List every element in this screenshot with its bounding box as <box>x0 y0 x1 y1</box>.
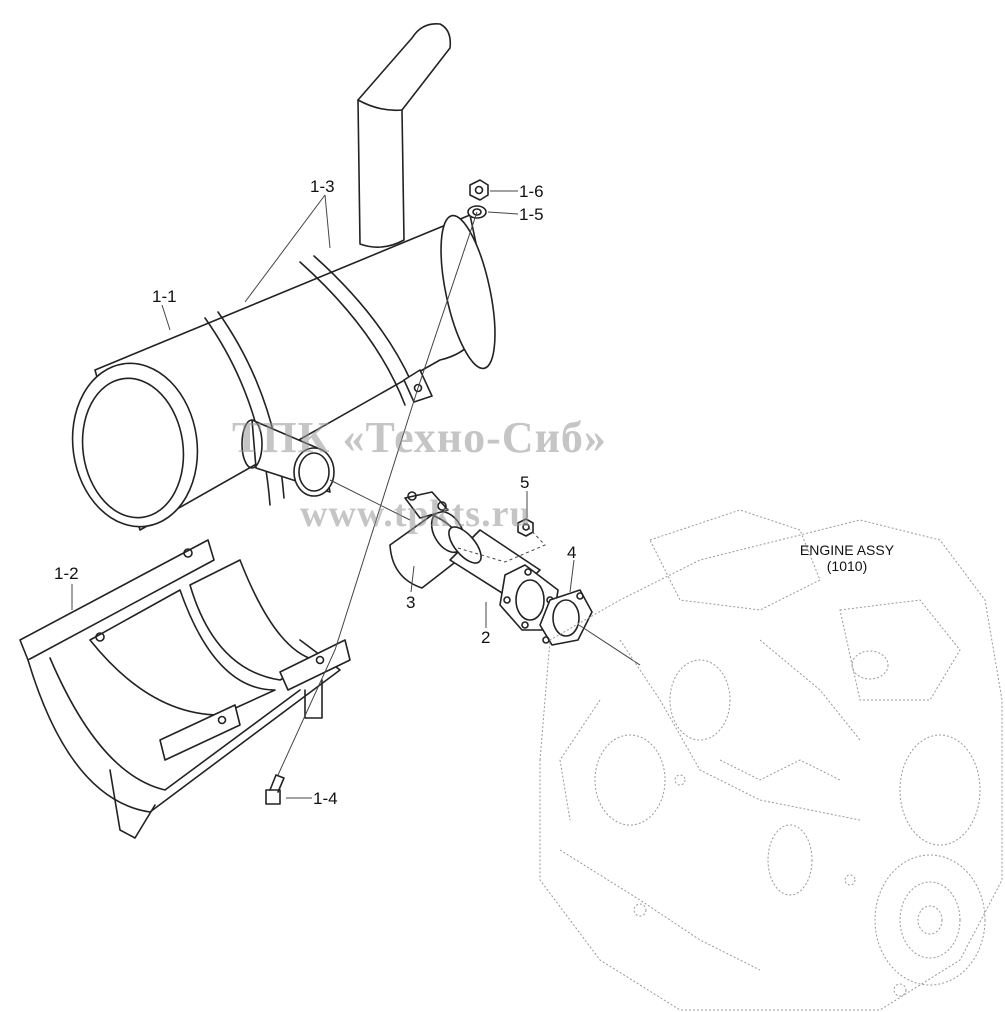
label-1-1: 1-1 <box>152 287 177 306</box>
engine-assy-title: ENGINE ASSY <box>799 542 895 558</box>
engine-assy-code: (1010) <box>826 558 868 575</box>
nut-1-6 <box>469 179 489 201</box>
label-3: 3 <box>406 593 416 612</box>
muffler-bracket <box>19 539 351 839</box>
label-1-3: 1-3 <box>310 177 335 196</box>
label-5: 5 <box>520 473 530 492</box>
muffler-body <box>71 22 496 531</box>
watermark-company: ТПК «Техно-Сиб» <box>232 413 607 462</box>
pipe-2 <box>448 526 559 631</box>
muffler-band-front <box>299 261 406 406</box>
bolt-1-4 <box>265 774 285 805</box>
muffler-band-rear <box>204 317 271 506</box>
label-1-4: 1-4 <box>313 789 338 808</box>
engine-assy-label: ENGINE ASSY (1010) <box>782 542 912 574</box>
assembly-line <box>329 479 411 521</box>
label-2: 2 <box>481 628 491 647</box>
label-1-5: 1-5 <box>519 205 544 224</box>
label-1-6: 1-6 <box>519 182 544 201</box>
label-1-2: 1-2 <box>54 564 79 583</box>
watermark-url: www.tpkts.ru <box>300 493 532 535</box>
gasket-4 <box>539 589 593 646</box>
engine-assembly <box>539 509 1003 1011</box>
label-4: 4 <box>567 543 577 562</box>
